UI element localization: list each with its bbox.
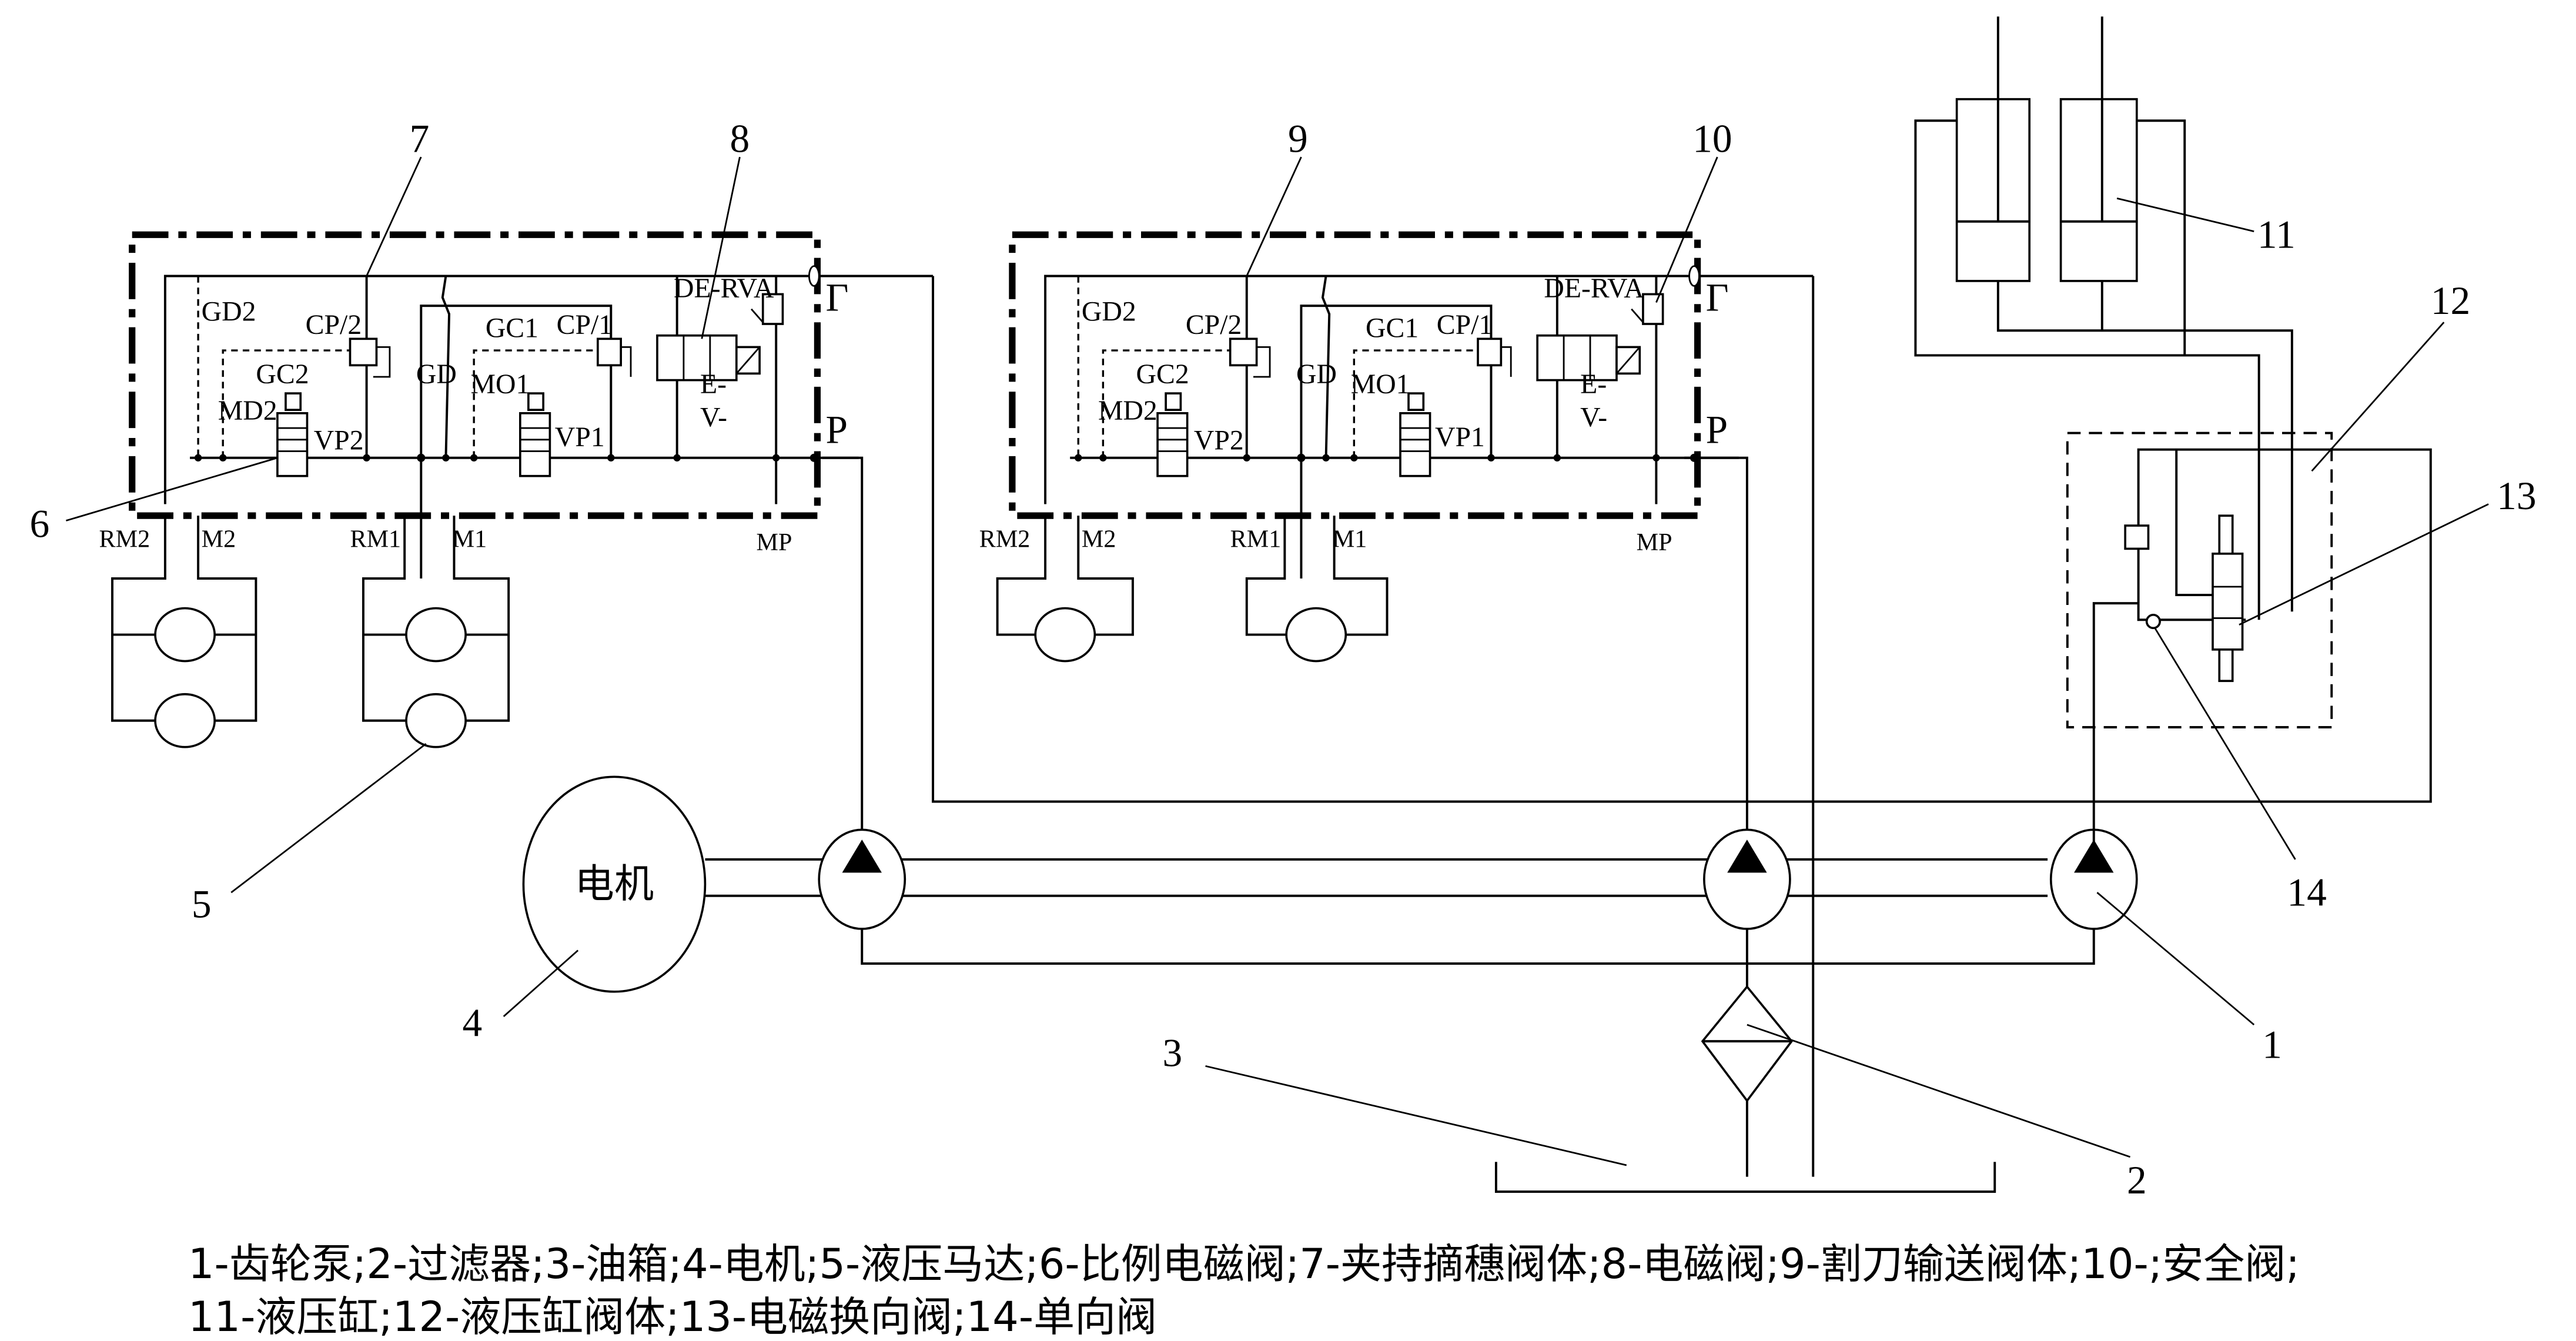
callout-4: 4 (463, 1001, 483, 1045)
callout-8: 8 (730, 117, 750, 161)
label-cp2: CP/2 (1186, 309, 1242, 340)
label-t-port: Γ (825, 276, 848, 320)
gear-pumps (818, 828, 2138, 930)
hydraulic-motors-left (111, 516, 510, 748)
port-m1: M1 (453, 526, 487, 553)
callout-7: 7 (410, 117, 430, 161)
port-m1: M1 (1333, 526, 1367, 553)
valve-block-9-cutter: GD2 CP/2 GC2 MD2 VP2 GD GC1 CP/1 MO1 VP1… (979, 235, 1814, 578)
label-mo1: MO1 (471, 369, 530, 400)
valve-block-7-clamping: GD2 CP/2 GC2 MD2 VP2 GD GC1 CP/1 MO1 VP1… (99, 235, 934, 578)
legend-line-2: 11-液压缸;12-液压缸阀体;13-电磁换向阀;14-单向阀 (188, 1293, 1157, 1341)
label-cp2: CP/2 (306, 309, 362, 340)
port-m2: M2 (1082, 526, 1116, 553)
label-cp1: CP/1 (1437, 309, 1493, 340)
label-gd: GD (1296, 359, 1337, 390)
port-rm1: RM1 (350, 526, 402, 553)
label-gc1: GC1 (1366, 312, 1419, 343)
check-valve-14 (2145, 613, 2161, 630)
callout-13: 13 (2497, 474, 2536, 518)
callout-12: 12 (2431, 279, 2470, 323)
label-vp1: VP1 (555, 422, 605, 453)
motor-icon (1285, 607, 1347, 663)
label-cp1: CP/1 (557, 309, 613, 340)
label-gd2: GD2 (202, 296, 256, 327)
directional-valve-13 (2212, 552, 2244, 651)
callout-6: 6 (30, 502, 50, 546)
callout-10: 10 (1692, 117, 1732, 161)
label-gc2: GC2 (256, 359, 309, 390)
electric-motor-4: 电机 (522, 775, 707, 993)
label-vp2: VP2 (314, 425, 364, 456)
motor-icon (154, 607, 216, 663)
cylinder-valve-body-12 (2066, 432, 2333, 843)
port-rm1: RM1 (1230, 526, 1282, 553)
oil-tank-3 (1494, 1162, 1996, 1193)
port-rm2: RM2 (979, 526, 1031, 553)
label-e: E- (1580, 369, 1607, 400)
label-md2: MD2 (1098, 395, 1157, 426)
legend-line-1: 1-齿轮泵;2-过滤器;3-油箱;4-电机;5-液压马达;6-比例电磁阀;7-夹… (188, 1240, 2300, 1288)
label-v: V- (700, 402, 727, 433)
label-p-port: P (825, 407, 847, 452)
motor-icon (1034, 607, 1096, 663)
port-rm2: RM2 (99, 526, 150, 553)
port-mp: MP (1637, 529, 1672, 556)
label-v: V- (1580, 402, 1607, 433)
callout-5: 5 (192, 882, 212, 926)
label-p-port: P (1706, 407, 1728, 452)
label-gc2: GC2 (1136, 359, 1189, 390)
label-gd: GD (416, 359, 457, 390)
callout-1: 1 (2262, 1022, 2282, 1066)
motor-icon (154, 693, 216, 748)
pressure-switch-icon (2124, 524, 2150, 550)
callout-14: 14 (2287, 871, 2326, 915)
label-gd2: GD2 (1082, 296, 1136, 327)
label-de-rva: DE-RVA (674, 273, 774, 304)
label-md2: MD2 (218, 395, 277, 426)
motor-label: 电机 (575, 861, 654, 907)
hydraulic-motors-middle (996, 516, 1389, 663)
label-t-port: Γ (1706, 276, 1729, 320)
label-e: E- (700, 369, 727, 400)
callout-3: 3 (1163, 1031, 1183, 1075)
filter-2 (1701, 985, 1794, 1103)
callout-leaders (65, 156, 2489, 1166)
label-gc1: GC1 (486, 312, 538, 343)
motor-icon (405, 693, 467, 748)
port-m2: M2 (202, 526, 236, 553)
label-vp2: VP2 (1194, 425, 1244, 456)
label-mo1: MO1 (1351, 369, 1410, 400)
hydraulic-cylinders-11 (1914, 16, 2293, 620)
callout-9: 9 (1288, 117, 1308, 161)
motor-icon (405, 607, 467, 663)
label-vp1: VP1 (1435, 422, 1485, 453)
label-de-rva: DE-RVA (1544, 273, 1644, 304)
callout-11: 11 (2257, 213, 2296, 257)
callout-2: 2 (2127, 1158, 2147, 1202)
port-mp: MP (757, 529, 792, 556)
